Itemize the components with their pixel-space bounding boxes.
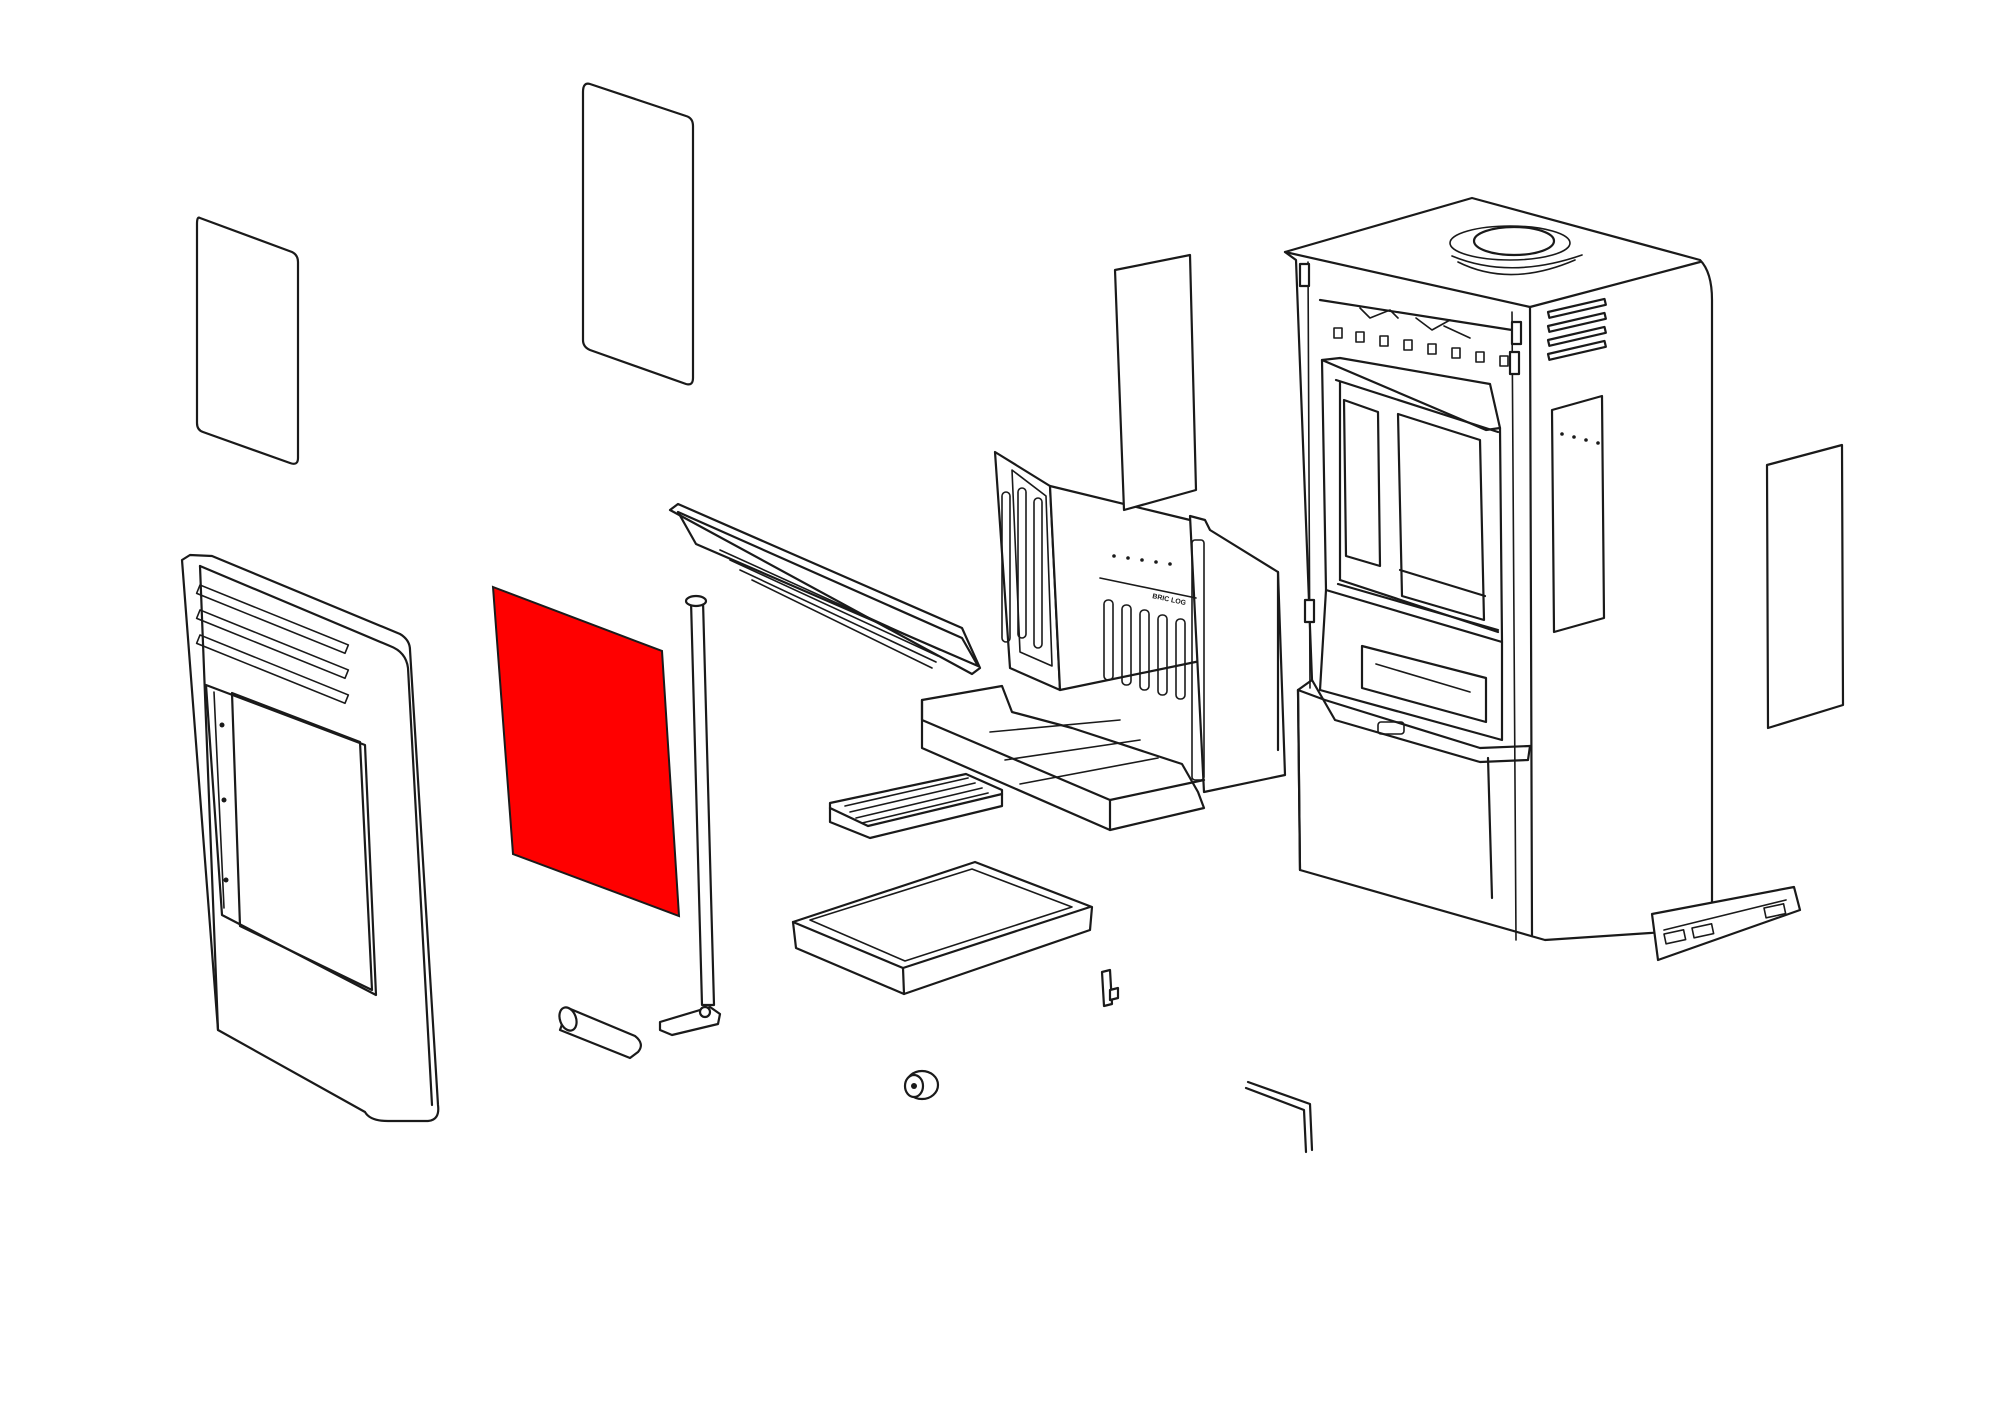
vent-slot-1 — [195, 584, 350, 655]
glass-panel-highlighted — [491, 585, 681, 918]
knob — [903, 1069, 940, 1101]
vent-slot-2 — [195, 609, 350, 680]
glass-panel-right — [1765, 443, 1845, 730]
pin-cylinder — [558, 1006, 642, 1060]
glass-panel-middle — [1113, 253, 1198, 512]
glass-panel-tall — [581, 82, 695, 386]
hinge-bracket — [1650, 885, 1802, 962]
vent-slot-3 — [195, 634, 350, 705]
baffle-plate — [668, 502, 982, 676]
glass-panel-small — [195, 216, 300, 465]
firebox-insert: BRIC LOG — [920, 450, 1287, 832]
door-rod — [658, 594, 722, 1037]
front-door-frame — [180, 553, 440, 1123]
l-tool — [1244, 1080, 1314, 1154]
latch-piece — [1100, 968, 1120, 1008]
ash-tray — [791, 860, 1094, 996]
grate — [828, 772, 1004, 840]
stove-body — [1283, 196, 1714, 942]
